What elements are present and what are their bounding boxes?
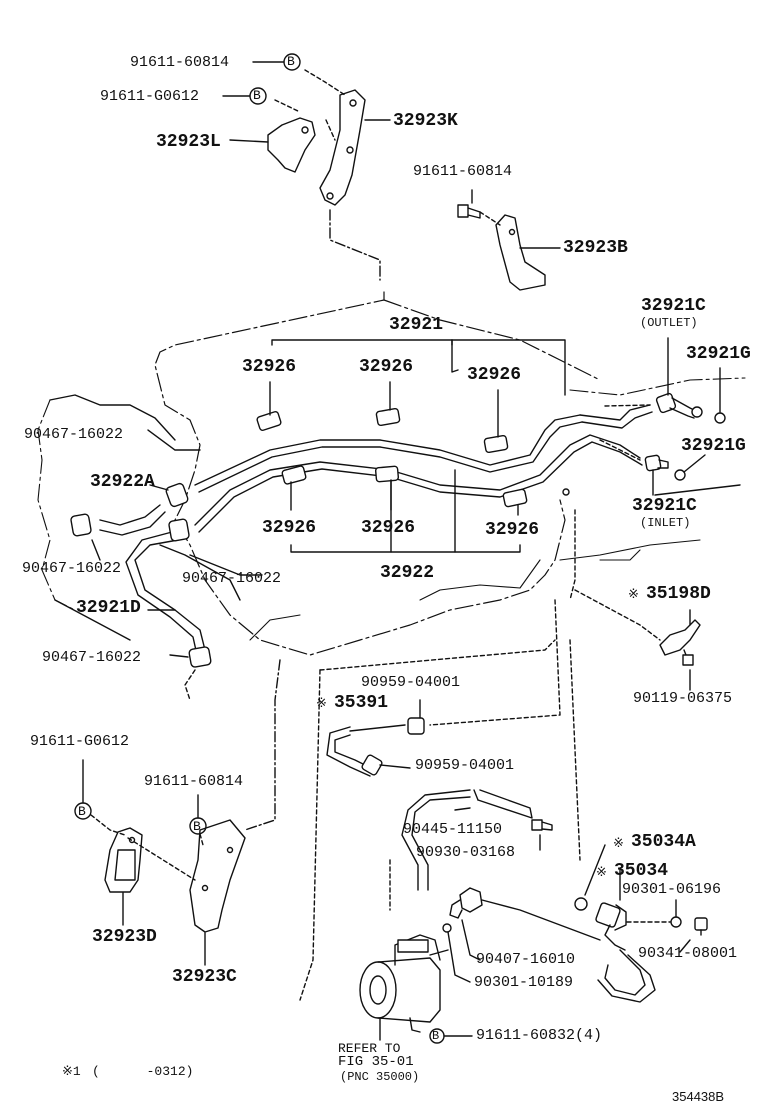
bracket-32923K: [319, 89, 391, 206]
bracket-32923L: [229, 117, 316, 173]
label-91611-60814-top: 91611-60814: [130, 54, 230, 71]
footnote-mark: ※1: [62, 1064, 81, 1079]
hose-32922A: [99, 504, 166, 536]
label-32926-2: 32926: [359, 357, 414, 377]
label-32921C-inlet: 32921C: [632, 496, 697, 516]
circle-b-label-5: B: [432, 1029, 440, 1043]
circle-b-label-2: B: [253, 88, 261, 103]
bracket-35198D: [659, 619, 701, 666]
circle-b-label-1: B: [287, 54, 295, 69]
label-35198D: 35198D: [646, 584, 711, 604]
fuel-tube-32921: [194, 404, 653, 493]
connector-32921C-inlet: [644, 454, 669, 496]
o-ring-90301-06196: [670, 916, 682, 928]
label-91611-G0612-top: 91611-G0612: [100, 88, 200, 105]
label-32923L: 32923L: [156, 132, 221, 152]
bracket-32923B: [495, 214, 561, 291]
o-ring-35034A: [574, 897, 588, 911]
label-35034: 35034: [614, 861, 669, 881]
hose-32921D: [125, 531, 206, 656]
label-32926-6: 32926: [485, 520, 540, 540]
canister-35000: [359, 934, 449, 1033]
fitting-35034: [595, 869, 656, 1003]
label-90301-06196: 90301-06196: [622, 881, 722, 898]
circle-b-label-3: B: [78, 804, 86, 819]
label-32921G-2: 32921G: [681, 436, 746, 456]
label-90467-16022-3: 90467-16022: [182, 570, 282, 587]
label-90119-06375: 90119-06375: [633, 690, 733, 707]
label-32926-1: 32926: [242, 357, 297, 377]
tube-clips-32926: [256, 407, 528, 508]
union-90407-16010: [449, 887, 601, 941]
label-35391: 35391: [334, 693, 389, 713]
asterisk-35034: ※: [596, 865, 607, 880]
bracket-32923C: [189, 819, 246, 966]
label-32921D: 32921D: [76, 598, 141, 618]
label-32923B: 32923B: [563, 238, 628, 258]
circle-b-label-4: B: [193, 819, 201, 834]
label-32922A: 32922A: [90, 472, 155, 492]
hose-clamps-90467: [70, 482, 212, 668]
fuel-tank-outline: [154, 291, 566, 656]
label-90301-10189: 90301-10189: [474, 974, 574, 991]
bolt-90341-08001: [694, 917, 708, 936]
label-32921C-outlet: 32921C: [641, 296, 706, 316]
refer-to-line3: (PNC 35000): [340, 1070, 420, 1084]
label-32923D: 32923D: [92, 927, 157, 947]
fuel-tube-32922: [194, 434, 643, 533]
hose-90445-11150: [401, 789, 533, 891]
o-ring-32921G-2: [674, 469, 686, 481]
bolt-91611-60814-mid: [457, 189, 481, 219]
asterisk-35198D: ※: [628, 587, 639, 602]
clamps-90959: [361, 717, 425, 776]
bolt-90930-03168: [531, 819, 553, 831]
label-32921G-1: 32921G: [686, 344, 751, 364]
bracket-32923D: [104, 827, 143, 926]
figure-code: 354438B: [672, 1089, 725, 1104]
label-outlet: (OUTLET): [640, 316, 698, 330]
circle-b-markers: [74, 53, 445, 1044]
label-91611-60814-mid: 91611-60814: [413, 163, 513, 180]
refer-to-line2: FIG 35-01: [338, 1054, 414, 1070]
label-35034A: 35034A: [631, 832, 696, 852]
label-91611-60832: 91611-60832(4): [476, 1027, 603, 1044]
label-90341-08001: 90341-08001: [638, 945, 738, 962]
label-90467-16022-4: 90467-16022: [42, 649, 142, 666]
label-90959-04001-1: 90959-04001: [361, 674, 461, 691]
label-32926-4: 32926: [262, 518, 317, 538]
footnote-range: ( -0312): [92, 1064, 194, 1079]
label-32923C: 32923C: [172, 967, 237, 987]
label-inlet: (INLET): [640, 516, 691, 530]
label-91611-G0612-bl: 91611-G0612: [30, 733, 130, 750]
asterisk-35034A: ※: [613, 836, 624, 851]
label-32922: 32922: [380, 563, 435, 583]
refer-to-line1: REFER TO: [338, 1041, 401, 1056]
label-90445-11150: 90445-11150: [403, 821, 503, 838]
hose-35391: [326, 724, 406, 777]
o-ring-32921G-1: [714, 412, 726, 424]
label-32926-3: 32926: [467, 365, 522, 385]
label-90467-16022-1: 90467-16022: [24, 426, 124, 443]
label-90930-03168: 90930-03168: [416, 844, 516, 861]
connector-32921C-outlet: [655, 337, 703, 419]
label-32923K: 32923K: [393, 111, 458, 131]
label-90467-16022-2: 90467-16022: [22, 560, 122, 577]
label-90959-04001-2: 90959-04001: [415, 757, 515, 774]
asterisk-35391: ※: [316, 696, 327, 711]
label-91611-60814-bl: 91611-60814: [144, 773, 244, 790]
label-32921: 32921: [389, 315, 444, 335]
label-90407-16010: 90407-16010: [476, 951, 576, 968]
label-32926-5: 32926: [361, 518, 416, 538]
